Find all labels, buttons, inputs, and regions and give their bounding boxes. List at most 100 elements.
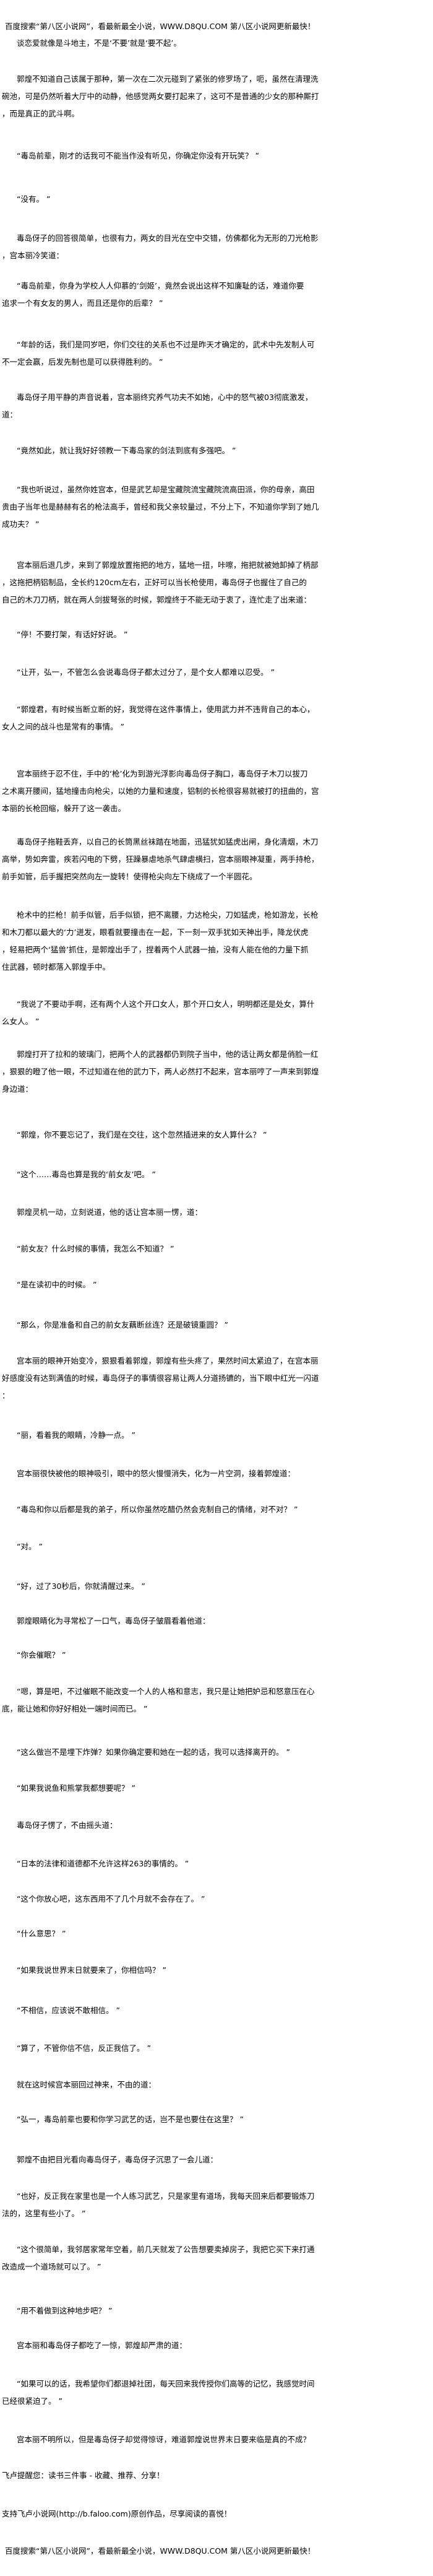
story-paragraph: 宫本丽的眼神开始变冷，狠狠看着郭煌，郭煌有些头疼了，果然时间太紧迫了，在宫本丽好…	[2, 1352, 319, 1404]
text-line: 不一定会赢，后发先制也是可以获得胜利的。 ”	[2, 357, 163, 367]
text-line: “毒岛前辈，刚才的话我可不能当作没有听见，你确定你没有开玩笑？ ”	[17, 151, 259, 160]
text-line: “前女友？什么时候的事情，我怎么不知道？ ”	[17, 1244, 174, 1253]
story-paragraph: “什么意思？ ”	[2, 1925, 314, 1943]
text-line: “郭煌，你不要忘记了，我们是在交往，这个忽然插进来的女人算什么？ ”	[17, 1130, 267, 1139]
text-line: “如果可以的话，我希望你们都退掉社团，每天回来我传授你们高等的记忆，我感觉时间	[17, 2379, 315, 2388]
text-line: “年龄的话，我们是同岁吧，你们交往的关系也不过是昨天才确定的，武术中先发制人可	[17, 340, 315, 349]
text-line: 毒岛伢子用平静的声音说着，宫本丽终究养气功夫不如她，心中的怒气被03彻底激发，	[17, 393, 313, 402]
text-line: “也好，反正我在家里也是一个人练习武艺，只是家里有道场，我每天回来后都要锻炼刀	[17, 2191, 315, 2201]
text-line: ，而是真正的武斗啊。	[2, 109, 80, 118]
text-line: 百度搜索“第八区小说网”，看最新最全小说，WWW.D8QU.COM 第八区小说网…	[5, 22, 315, 31]
text-line: 高举，势如奔雷，疾若闪电的下劈，狂躁暴虐地杀气肆虐横扫，宫本丽眼神凝重，两手持枪…	[2, 855, 319, 864]
text-line: “好，过了30秒后，你就清醒过来。 ”	[17, 1582, 145, 1591]
story-paragraph: “弘一，毒岛前辈也要和你学习武艺的话，岂不是也要住在这里？ ”	[2, 2111, 314, 2128]
story-paragraph: “不相信，应该说不敢相信。 ”	[2, 2002, 314, 2019]
story-paragraph: “算了，不管你信不信，反正我信了。 ”	[2, 2040, 314, 2057]
text-line: 成功夫？ ”	[2, 520, 40, 529]
text-line: ，这拖把柄铝制品，全长约120cm左右，正好可以当长枪使用，毒岛伢子也握住了自己…	[2, 578, 307, 587]
text-line: ：	[2, 1391, 10, 1400]
story-paragraph: “我也听说过，虽然你姓宫本，但是武艺却是宝藏院流宝藏院流高田派，你的母亲，高田贵…	[2, 481, 319, 533]
text-line: “丽，看着我的眼睛，冷静一点。 ”	[17, 1430, 135, 1440]
text-line: 宫本丽和毒岛伢子都吃了一惊，郭煌却严肃的道：	[17, 2341, 187, 2350]
story-paragraph: 宫本丽终于忍不住，手中的‘枪’化为到游光浮影向毒岛伢子胸口，毒岛伢子木刀以拔刀之…	[2, 765, 319, 817]
story-paragraph: “毒岛前辈，你身为学校人人仰慕的‘剑姬’，竟然会说出这样不知廉耻的话，难道你要追…	[2, 277, 314, 312]
story-paragraph: “是在读初中的时候。 ”	[2, 1276, 314, 1294]
text-line: ，狠狠的瞪了他一眼，不过知道在他的武力下，两人必然打不起来，宫本丽哼了一声来到郭…	[2, 1067, 319, 1076]
text-line: 飞卢提醒您：读书三件事 - 收藏、推荐、分享！	[2, 2471, 165, 2480]
story-paragraph: “我说了不要动手啊，还有两个人这个开口女人，那个开口女人，明明都还是处女，算什么…	[2, 996, 314, 1030]
story-paragraph: “嗯，算是吧，不过催眠不能改变一个人的人格和意志，我只是让她把妒忌和怒意压在心底…	[2, 1683, 314, 1718]
text-line: “弘一，毒岛前辈也要和你学习武艺的话，岂不是也要住在这里？ ”	[17, 2115, 244, 2124]
story-paragraph: 毒岛伢子愣了，不由摇头道：	[2, 1817, 314, 1834]
story-paragraph: “这个……毒岛也算是我的‘前女友’吧。 ”	[2, 1166, 314, 1183]
text-line: 郭煌打开了拉和的玻璃门，把两个人的武器都仍到院子当中，他的话让两女都是俏脸一红	[17, 1050, 319, 1059]
site-notice-footer: 百度搜索“第八区小说网”，看最新最全小说，WWW.D8QU.COM 第八区小说网…	[5, 2543, 317, 2560]
text-line: “是在读初中的时候。 ”	[17, 1280, 97, 1289]
text-line: 毒岛伢子愣了，不由摇头道：	[17, 1821, 118, 1830]
text-line: “我说了不要动手啊，还有两个人这个开口女人，那个开口女人，明明都还是处女，算什	[17, 999, 315, 1009]
story-paragraph: “郭煌，你不要忘记了，我们是在交往，这个忽然插进来的女人算什么？ ”	[2, 1126, 314, 1144]
text-line: 底，能让她和你好好相处一端时间而已。 ”	[2, 1704, 148, 1713]
text-line: “什么意思？ ”	[17, 1929, 66, 1938]
text-line: 郭煌不由把目光看向毒岛伢子，毒岛伢子沉思了一会儿道：	[17, 2155, 218, 2164]
story-paragraph: “对。 ”	[2, 1538, 314, 1556]
story-paragraph: 郭煌眼睛化为寻常松了一口气，毒岛伢子皱眉看着他道：	[2, 1612, 314, 1630]
text-line: 和木刀都以最大的‘力’迸发，眼看就要撞击在一起，下一刻一双手犹如天神出手，降龙伏…	[2, 928, 309, 937]
story-paragraph: 毒岛伢子拖鞋丢弃，以自己的长筒黑丝袜踏在地面，迅猛犹如猛虎出闸，身化清烟，木刀高…	[2, 833, 319, 886]
text-line: “这么做岂不是埋下炸弹？如果你确定要和她在一起的话，我可以选择离开的。 ”	[17, 1747, 290, 1757]
story-paragraph: “郭煌君，有时候当断立断的好，我觉得在这件事情上，使用武力并不违背自己的本心，女…	[2, 701, 314, 736]
text-line: 身边道：	[2, 1084, 33, 1094]
story-paragraph: 郭煌灵机一动，立刻说道，他的话让宫本丽一愣，道：	[2, 1204, 314, 1221]
story-paragraph: “前女友？什么时候的事情，我怎么不知道？ ”	[2, 1240, 314, 1258]
story-paragraph: “好，过了30秒后，你就清醒过来。 ”	[2, 1578, 314, 1595]
text-line: 郭煌灵机一动，立刻说道，他的话让宫本丽一愣，道：	[17, 1208, 203, 1217]
text-line: “你会催眠？ ”	[17, 1650, 66, 1660]
text-line: 么女人。 ”	[2, 1017, 40, 1026]
text-line: 之术离开腰间，猛地撞击向枪尖，以她的力量和速度，铝制的长枪很容易就被打的扭曲的，…	[2, 786, 319, 796]
text-line: 宫本丽后退几步，来到了郭煌放置拖把的地方，猛地一扭，咔嚓，拖把就被她卸掉了柄部	[17, 560, 319, 570]
story-paragraph: “没有。 ”	[2, 191, 314, 208]
text-line: 追求一个有女友的男人，而且还是你的后辈？ ”	[2, 298, 163, 308]
text-line: 宫本丽不明所以，但是毒岛伢子却觉得惊讶，难道郭煌说世界末日要来临是真的不成？	[17, 2435, 311, 2444]
faloo-support-notice: 支持飞卢小说网(http://b.faloo.com)原创作品，尽享阅读的喜悦！	[2, 2505, 314, 2523]
story-paragraph: “如果我说世界末日就要来了，你相信吗？ ”	[2, 1962, 314, 1979]
text-line: “嗯，算是吧，不过催眠不能改变一个人的人格和意志，我只是让她把妒忌和怒意压在心	[17, 1687, 315, 1696]
story-paragraph: “用不着做到这种地步吧？ ”	[2, 2302, 314, 2320]
site-notice-header: 百度搜索“第八区小说网”，看最新最全小说，WWW.D8QU.COM 第八区小说网…	[5, 18, 317, 35]
story-paragraph: 郭煌打开了拉和的玻璃门，把两个人的武器都仍到院子当中，他的话让两女都是俏脸一红 ，…	[2, 1046, 319, 1098]
story-paragraph: “那么，你是准备和自己的前女友藕断丝连？还是破镜重圆？ ”	[2, 1316, 314, 1334]
text-line: “我也听说过，虽然你姓宫本，但是武艺却是宝藏院流宝藏院流高田派，你的母亲，高田	[17, 485, 315, 494]
text-line: “让开，弘一，不管怎么会说毒岛伢子都太过分了，是个女人都难以忍受。 ”	[17, 668, 275, 677]
story-paragraph: 毒岛伢子的回答很简单，也很有力，两女的目光在空中交错，仿佛都化为无形的刀光枪影，…	[2, 230, 319, 264]
story-paragraph: “日本的法律和道德都不允许这样263的事情的。 ”	[2, 1855, 314, 1873]
faloo-reminder: 飞卢提醒您：读书三件事 - 收藏、推荐、分享！	[2, 2467, 314, 2484]
story-paragraph: 郭煌不由把目光看向毒岛伢子，毒岛伢子沉思了一会儿道：	[2, 2151, 314, 2169]
text-line: “没有。 ”	[17, 194, 51, 204]
text-line: 自己的木刀刀柄，就在两人剑拔弩张的时候，郭煌终于不能无动于衷了，连忙走了出来道：	[2, 595, 312, 604]
story-paragraph: “这个很简单，我邻居家常年空着，前几天就发了公告想要卖掉房子，我把它买下来打通改…	[2, 2241, 314, 2276]
text-line: “这个很简单，我邻居家常年空着，前几天就发了公告想要卖掉房子，我把它买下来打通	[17, 2245, 315, 2254]
text-line: “毒岛前辈，你身为学校人人仰慕的‘剑姬’，竟然会说出这样不知廉耻的话，难道你要	[17, 281, 304, 290]
chapter-tagline: 谈恋爱就像是斗地主，不是‘不要’就是‘要不起’。	[2, 35, 314, 52]
text-line: 道：	[2, 410, 18, 419]
text-line: “停！不要打架，有话好好说。 ”	[17, 630, 128, 639]
text-line: ，宫本丽冷笑道：	[2, 251, 64, 260]
text-line: “这个……毒岛也算是我的‘前女友’吧。 ”	[17, 1170, 156, 1179]
story-paragraph: “停！不要打架，有话好好说。 ”	[2, 626, 314, 643]
text-line: 本丽的长枪回缩，躲开了这一袭击。	[2, 804, 126, 813]
story-paragraph: “竟然如此，就让我好好领教一下毒岛家的剑法到底有多强吧。 ”	[2, 442, 314, 459]
story-paragraph: “也好，反正我在家里也是一个人练习武艺，只是家里有道场，我每天回来后都要锻炼刀法…	[2, 2188, 314, 2222]
text-line: “竟然如此，就让我好好领教一下毒岛家的剑法到底有多强吧。 ”	[17, 446, 236, 455]
text-line: 碗池，可是仍然听着大厅中的动静，他感觉两女要打起来了，这可不是普通的少女的那种厮…	[2, 92, 319, 101]
text-line: 法的，这里有些小了。 ”	[2, 2209, 86, 2218]
story-paragraph: 就在这时候宫本丽回过神来，不由的道：	[2, 2076, 314, 2094]
text-line: 支持飞卢小说网(http://b.faloo.com)原创作品，尽享阅读的喜悦！	[2, 2509, 232, 2518]
text-line: 宫本丽的眼神开始变冷，狠狠看着郭煌，郭煌有些头疼了，果然时间太紧迫了，在宫本丽	[17, 1356, 319, 1365]
text-line: 前手如管，后手握把突然向左一旋转！使得枪尖向左下绕成了一个半圆花。	[2, 872, 257, 881]
text-line: 贵由子当年也是赫赫有名的枪法高手，曾经和我父亲较量过，不分上下，不知道你学到了她…	[2, 502, 319, 511]
text-line: 宫本丽终于忍不住，手中的‘枪’化为到游光浮影向毒岛伢子胸口，毒岛伢子木刀以拔刀	[17, 769, 308, 778]
text-line: ，轻易把两个‘猛兽’抓住，是郭煌出手了，捏着两个人武器一抽，没有人能在他的力量下…	[2, 945, 309, 954]
story-paragraph: “年龄的话，我们是同岁吧，你们交往的关系也不过是昨天才确定的，武术中先发制人可不…	[2, 336, 314, 371]
story-paragraph: “毒岛和你以后都是我的弟子，所以你虽然吃醋仍然会克制自己的情绪，对不对？ ”	[2, 1501, 314, 1518]
story-paragraph: “丽，看着我的眼睛，冷静一点。 ”	[2, 1427, 314, 1444]
